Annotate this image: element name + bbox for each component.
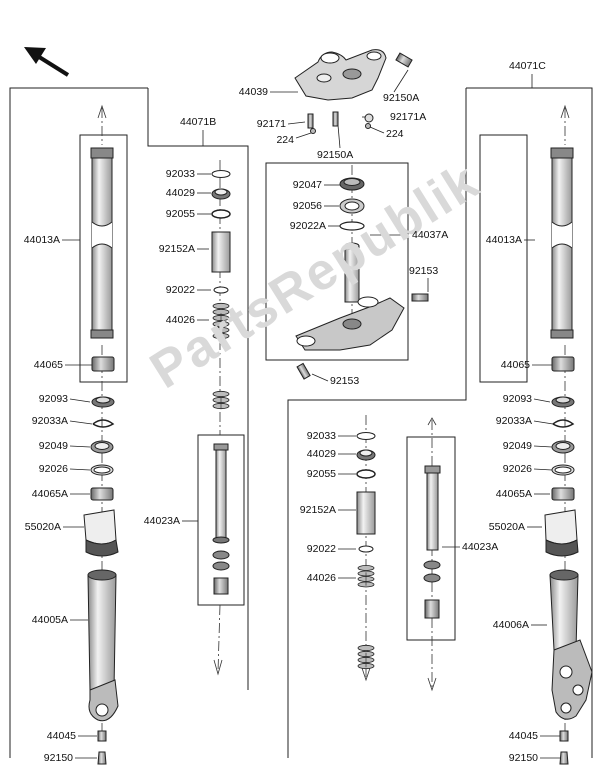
outer-tube-part: [87, 569, 119, 765]
label-44029-right: 44029: [306, 448, 336, 460]
label-92049-right: 92049: [502, 440, 532, 452]
label-92026-left: 92026: [38, 463, 68, 475]
right-seal-stack: [544, 356, 579, 557]
label-44023A-right: 44023A: [462, 541, 499, 553]
right-damper-parts: [356, 432, 376, 553]
label-44065-left: 44065: [33, 359, 63, 371]
label-92022-right: 92022: [306, 543, 336, 555]
label-92033A-right: 92033A: [495, 415, 532, 427]
label-92171A: 92171A: [390, 111, 427, 123]
label-44026-right: 44026: [306, 572, 336, 584]
label-44045-right: 44045: [508, 730, 538, 742]
label-44037A: 44037A: [412, 229, 449, 241]
label-44013A-left: 44013A: [23, 234, 60, 246]
label-44029-mid: 44029: [165, 187, 195, 199]
left-cartridge: [212, 443, 230, 595]
label-92153-right: 92153: [409, 265, 439, 277]
frame-left-assembly: [9, 87, 249, 758]
label-92150A-top: 92150A: [383, 92, 420, 104]
label-44045-left: 44045: [46, 730, 76, 742]
label-44071B: 44071B: [180, 116, 217, 128]
frame-right-cartridge-box: [406, 436, 456, 641]
frame-right-assembly: [287, 87, 593, 758]
label-44023A-mid: 44023A: [143, 515, 180, 527]
left-fork-spring: [212, 302, 230, 410]
label-55020A-left: 55020A: [24, 521, 61, 533]
label-92152A-mid: 92152A: [158, 243, 195, 255]
upper-bracket-part: [294, 49, 387, 101]
label-44039: 44039: [238, 86, 268, 98]
label-92033-mid: 92033: [165, 168, 195, 180]
right-cartridge: [423, 465, 441, 619]
label-44065A-right: 44065A: [495, 488, 532, 500]
spring-coil: [357, 644, 375, 652]
right-fork-spring: [357, 565, 375, 670]
label-92150-right: 92150: [508, 752, 538, 764]
label-92150A-bottom: 92150A: [317, 149, 354, 161]
direction-arrow-icon: [24, 47, 70, 77]
label-92171: 92171: [256, 118, 286, 130]
label-44005A: 44005A: [31, 614, 68, 626]
label-224-left: 224: [276, 134, 294, 146]
label-92026-right: 92026: [502, 463, 532, 475]
label-92152A-right: 92152A: [299, 504, 336, 516]
label-92055-right: 92055: [306, 468, 336, 480]
label-92093-left: 92093: [38, 393, 68, 405]
label-92153-bottom: 92153: [330, 375, 360, 387]
label-92055-mid: 92055: [165, 208, 195, 220]
axis-arrowheads: [97, 104, 570, 692]
label-92022A: 92022A: [289, 220, 326, 232]
left-damper-parts: [211, 170, 231, 294]
label-92047: 92047: [292, 179, 322, 191]
label-224-right: 224: [386, 128, 404, 140]
left-seal-stack: [83, 356, 119, 557]
label-92049-left: 92049: [38, 440, 68, 452]
label-55020A-right: 55020A: [488, 521, 525, 533]
label-92093-right: 92093: [502, 393, 532, 405]
label-44013A-right: 44013A: [485, 234, 522, 246]
label-92033A-left: 92033A: [31, 415, 68, 427]
label-44026-mid: 44026: [165, 314, 195, 326]
frame-left-cartridge-box: [197, 434, 245, 606]
right-outer-tube-part: [549, 569, 593, 765]
spring-coil: [357, 565, 375, 571]
bolt-part: [307, 52, 413, 134]
label-44065A-left: 44065A: [31, 488, 68, 500]
spring-coil: [212, 302, 230, 310]
frame-left-tube-box: [79, 134, 128, 383]
label-44006A: 44006A: [492, 619, 529, 631]
label-92056: 92056: [292, 200, 322, 212]
label-92150-left: 92150: [43, 752, 73, 764]
stem-parts: [295, 177, 429, 380]
label-44065-right: 44065: [500, 359, 530, 371]
frame-stem-box: [265, 162, 409, 361]
leader-lines: [62, 69, 560, 759]
inner-tube-part: [90, 147, 574, 339]
frame-right-tube-box: [479, 134, 528, 383]
label-44071C: 44071C: [509, 60, 546, 72]
label-92033-right: 92033: [306, 430, 336, 442]
label-92022-mid: 92022: [165, 284, 195, 296]
spring-coil: [212, 390, 230, 398]
